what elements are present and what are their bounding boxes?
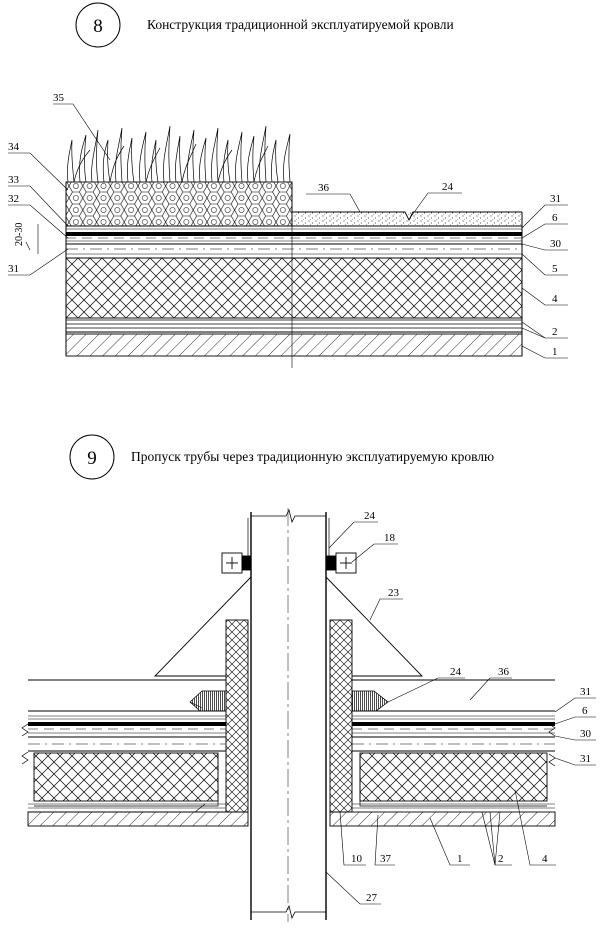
label-2: 2 bbox=[498, 853, 504, 865]
base-slab bbox=[65, 333, 523, 357]
insulation-layer bbox=[65, 257, 523, 319]
label-6: 6 bbox=[582, 705, 588, 717]
label-36: 36 bbox=[498, 666, 510, 678]
label-24-top: 24 bbox=[364, 510, 376, 522]
label-30: 30 bbox=[550, 238, 562, 250]
label-32: 32 bbox=[8, 193, 19, 205]
label-31-left: 31 bbox=[8, 263, 19, 275]
detail-8: 8 Конструкция традиционной эксплуатируем… bbox=[8, 2, 568, 368]
umbrella-flashing bbox=[153, 576, 424, 677]
pipe-clamps bbox=[221, 552, 357, 574]
label-4: 4 bbox=[552, 293, 558, 305]
detail-8-number: 8 bbox=[93, 16, 103, 37]
label-23: 23 bbox=[388, 587, 400, 599]
label-1: 1 bbox=[552, 346, 558, 358]
label-35: 35 bbox=[53, 92, 65, 104]
sleeve-insulation-left bbox=[225, 619, 249, 813]
grass-layer bbox=[67, 125, 291, 183]
detail-8-title: Конструкция традиционной эксплуатируемой… bbox=[147, 17, 454, 32]
label-31-bottom: 31 bbox=[580, 753, 591, 765]
label-30: 30 bbox=[580, 728, 592, 740]
membrane-layers bbox=[66, 225, 522, 259]
detail-9-number-circle bbox=[69, 434, 115, 480]
sand-layer bbox=[292, 212, 522, 226]
label-37: 37 bbox=[380, 853, 392, 865]
label-thickness: 20-30 bbox=[14, 223, 25, 246]
label-2: 2 bbox=[552, 326, 558, 338]
label-31-right: 31 bbox=[550, 193, 561, 205]
detail-9-leaders bbox=[325, 521, 596, 905]
sleeve-insulation-right bbox=[329, 619, 353, 813]
detail-8-number-circle bbox=[75, 2, 121, 48]
detail-9: 9 Пропуск трубы через традиционную экспл… bbox=[21, 434, 596, 922]
roof-right bbox=[329, 679, 556, 827]
label-36: 36 bbox=[318, 182, 330, 194]
detail-9-number: 9 bbox=[87, 448, 97, 469]
roof-left bbox=[21, 679, 249, 827]
label-31-top: 31 bbox=[580, 686, 591, 698]
label-24-mid: 24 bbox=[450, 666, 462, 678]
label-34: 34 bbox=[8, 141, 20, 153]
label-18: 18 bbox=[384, 532, 396, 544]
label-24: 24 bbox=[442, 181, 454, 193]
label-10: 10 bbox=[351, 853, 363, 865]
vapor-barrier-layers bbox=[66, 319, 522, 333]
label-4: 4 bbox=[542, 853, 548, 865]
pipe bbox=[247, 508, 330, 922]
label-6: 6 bbox=[552, 212, 558, 224]
drainage-layer bbox=[65, 181, 293, 227]
label-1: 1 bbox=[457, 853, 463, 865]
detail-9-title: Пропуск трубы через традиционную эксплуа… bbox=[131, 449, 494, 464]
label-27: 27 bbox=[366, 892, 378, 904]
label-5: 5 bbox=[552, 263, 558, 275]
label-33: 33 bbox=[8, 174, 20, 186]
detail-8-leaders bbox=[8, 103, 568, 359]
